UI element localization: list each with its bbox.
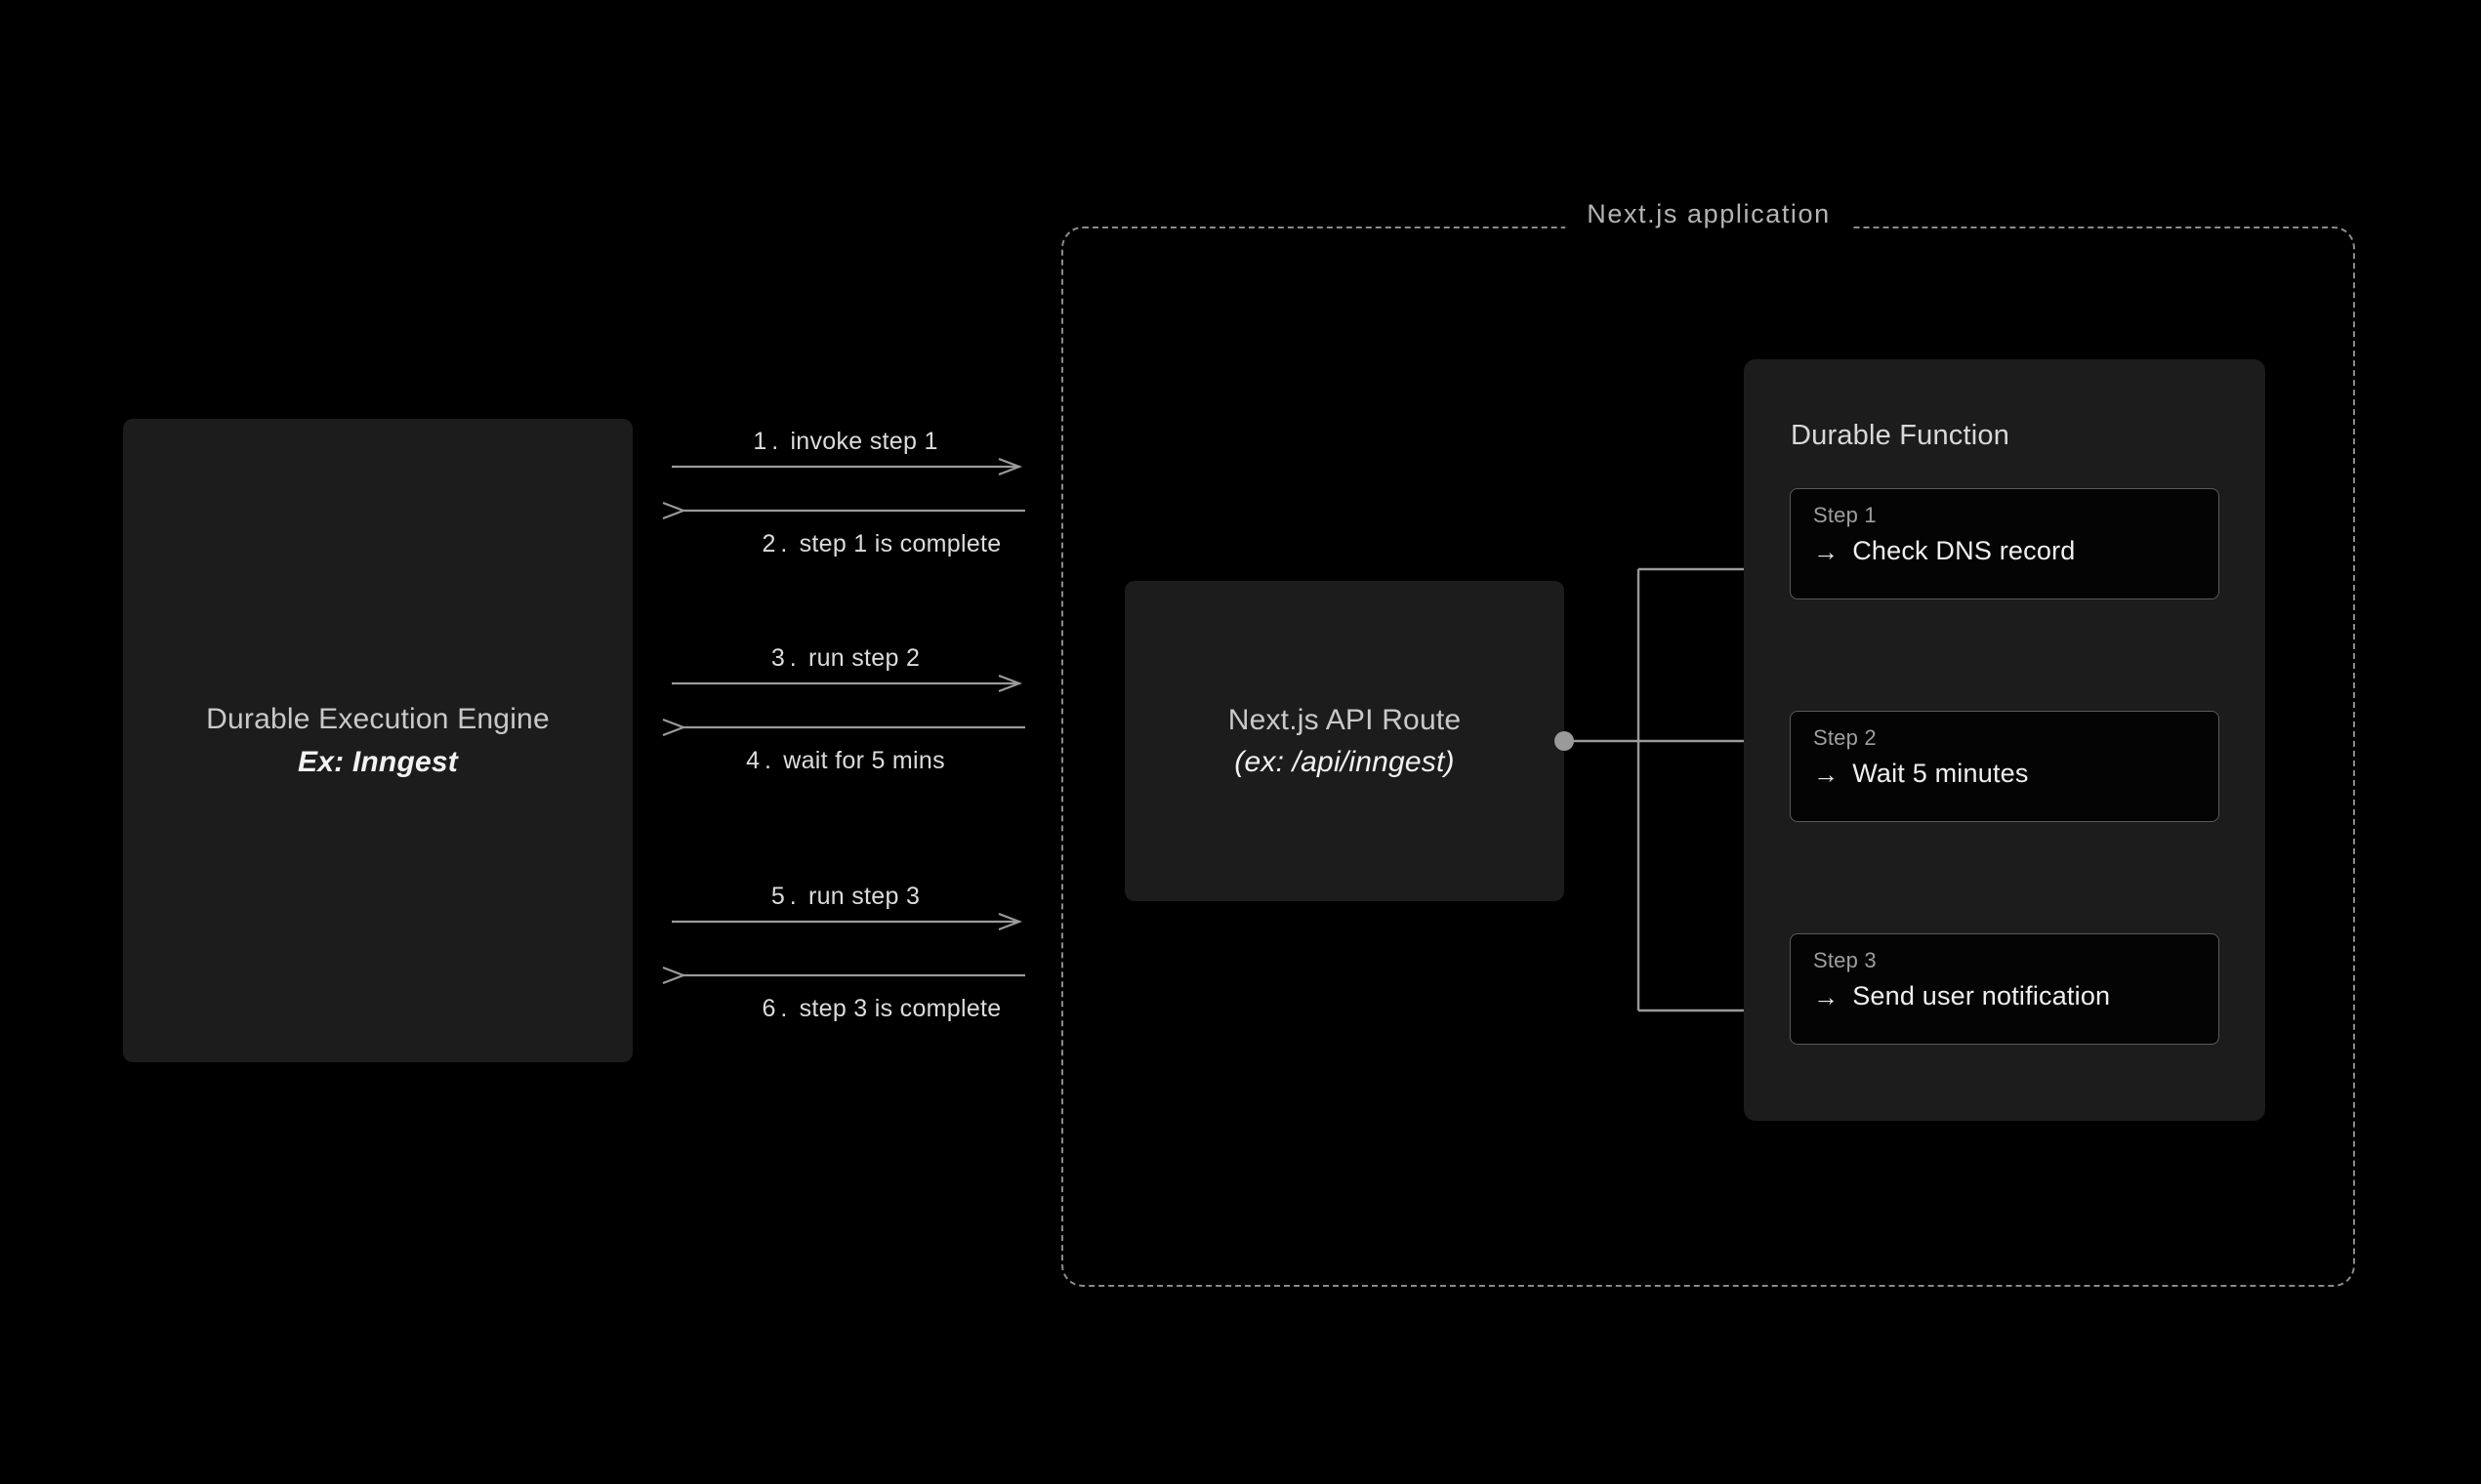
- sequence-label-6-text: step 3 is complete: [799, 995, 1002, 1022]
- step-2-action-label: Wait 5 minutes: [1852, 759, 2029, 788]
- sequence-label-4-text: wait for 5 mins: [783, 747, 945, 774]
- step-2-action: → Wait 5 minutes: [1813, 759, 2029, 789]
- sequence-label-2: 2. step 1 is complete: [763, 530, 1002, 558]
- step-card-3[interactable]: Step 3 → Send user notification: [1790, 933, 2219, 1045]
- sequence-label-2-text: step 1 is complete: [799, 530, 1002, 557]
- sequence-label-2-number: 2.: [762, 530, 793, 557]
- sequence-label-6-number: 6.: [762, 995, 793, 1022]
- durable-function-panel: Durable Function Step 1 → Check DNS reco…: [1744, 359, 2265, 1121]
- api-route-title: Next.js API Route: [1227, 703, 1462, 736]
- sequence-label-3: 3. run step 2: [771, 644, 920, 673]
- arrow-right-icon: →: [1813, 536, 1840, 566]
- sequence-label-5-text: run step 3: [807, 883, 921, 910]
- sequence-label-3-text: run step 2: [807, 644, 921, 672]
- sequence-label-5: 5. run step 3: [771, 883, 920, 911]
- sequence-label-1-number: 1.: [753, 428, 784, 455]
- arrow-right-icon: →: [1813, 759, 1840, 789]
- sequence-label-1: 1. invoke step 1: [753, 428, 937, 456]
- step-1-action: → Check DNS record: [1813, 536, 2075, 566]
- sequence-label-3-number: 3.: [770, 644, 802, 672]
- durable-execution-engine-box: Durable Execution Engine Ex: Inngest: [123, 419, 633, 1062]
- step-2-kicker: Step 2: [1813, 725, 1877, 750]
- durable-function-title: Durable Function: [1791, 420, 2010, 451]
- step-card-1[interactable]: Step 1 → Check DNS record: [1790, 488, 2219, 599]
- nextjs-api-route-box: Next.js API Route (ex: /api/inngest): [1125, 581, 1564, 901]
- engine-subtitle: Ex: Inngest: [298, 745, 458, 778]
- sequence-label-4: 4. wait for 5 mins: [746, 747, 945, 775]
- step-3-kicker: Step 3: [1813, 948, 1877, 972]
- sequence-label-6: 6. step 3 is complete: [763, 995, 1002, 1023]
- sequence-label-5-number: 5.: [770, 883, 802, 910]
- arrow-right-icon: →: [1813, 981, 1840, 1011]
- sequence-label-1-text: invoke step 1: [790, 428, 938, 455]
- step-1-kicker: Step 1: [1813, 503, 1877, 527]
- api-route-subtitle: (ex: /api/inngest): [1234, 746, 1455, 778]
- step-3-action-label: Send user notification: [1852, 981, 2111, 1010]
- step-3-action: → Send user notification: [1813, 981, 2110, 1011]
- nextjs-application-title: Next.js application: [1565, 199, 1852, 229]
- sequence-label-4-number: 4.: [746, 747, 776, 774]
- engine-title: Durable Execution Engine: [206, 703, 550, 735]
- step-card-2[interactable]: Step 2 → Wait 5 minutes: [1790, 711, 2219, 822]
- step-1-action-label: Check DNS record: [1852, 536, 2076, 565]
